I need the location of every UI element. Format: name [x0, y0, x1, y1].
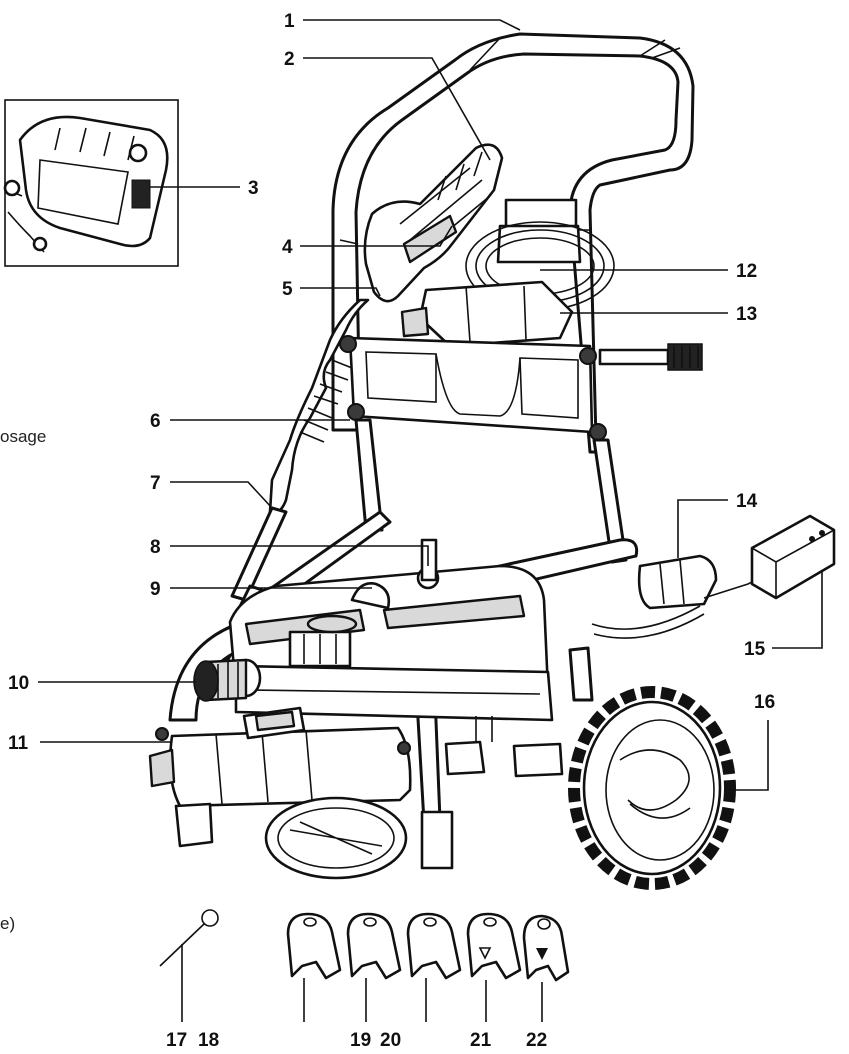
callout-1: 1	[284, 11, 295, 32]
callout-17: 17	[166, 1030, 187, 1051]
callout-19: 19	[350, 1030, 371, 1051]
callout-4: 4	[282, 237, 293, 258]
callout-11: 11	[8, 733, 29, 754]
callout-10: 10	[8, 673, 29, 694]
water-inlet	[193, 658, 262, 702]
callout-2: 2	[284, 49, 295, 70]
main-wheel	[568, 686, 736, 890]
spray-gun-trigger	[268, 143, 504, 515]
callout-labels: 1 2 3 4 5 6 7 8 9 10 11 12 13 14 15 16 1…	[8, 11, 775, 1051]
callout-6: 6	[150, 411, 161, 432]
trigger-detail-inset	[3, 99, 179, 267]
callout-20: 20	[380, 1030, 401, 1051]
nozzle-1	[286, 912, 342, 980]
callout-3: 3	[248, 178, 259, 199]
callout-13: 13	[736, 304, 757, 325]
callout-22: 22	[526, 1030, 547, 1051]
callout-18: 18	[198, 1030, 219, 1051]
front-bracket	[339, 335, 607, 441]
leader-lines	[38, 19, 823, 1022]
nozzle-5	[522, 914, 570, 982]
callout-5: 5	[282, 279, 293, 300]
callout-8: 8	[150, 537, 161, 558]
hose-coil	[400, 198, 615, 348]
outlet-connector	[598, 343, 703, 371]
callout-21: 21	[470, 1030, 492, 1051]
callout-7: 7	[150, 473, 161, 494]
callout-16: 16	[754, 692, 775, 713]
spray-nozzles	[286, 912, 570, 982]
power-cord	[591, 514, 836, 639]
callout-12: 12	[736, 261, 757, 282]
front-foot	[420, 716, 564, 870]
callout-15: 15	[744, 639, 766, 660]
callout-9: 9	[150, 579, 161, 600]
nozzle-4	[466, 912, 522, 980]
detergent-tank	[148, 706, 412, 848]
clipped-text-fragment: osage	[0, 427, 46, 446]
callout-14: 14	[736, 491, 758, 512]
clipped-text-fragment-bottom: e)	[0, 914, 15, 933]
pump-motor-housing	[228, 538, 554, 722]
nozzle-3	[406, 912, 462, 980]
nozzle-2	[346, 912, 402, 980]
cleaning-needle	[159, 909, 219, 967]
rear-wheel-left	[264, 796, 408, 880]
